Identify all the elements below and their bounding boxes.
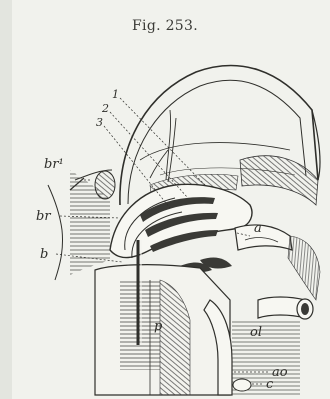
label-c: c [266, 377, 274, 392]
label-3: 3 [96, 116, 103, 129]
oesophagus-tube [258, 297, 313, 319]
label-p: p [154, 319, 163, 334]
nerve-fibre [150, 110, 176, 182]
cheek-shading [288, 236, 320, 300]
label-ol: ol [250, 325, 262, 340]
branchial-region [110, 184, 252, 258]
label-2: 2 [101, 102, 109, 115]
label-b: b [40, 247, 48, 262]
label-a: a [254, 221, 262, 236]
small-organ [233, 379, 251, 391]
label-br: br [36, 209, 51, 224]
label-br1: br¹ [44, 157, 64, 172]
label-1: 1 [112, 88, 119, 101]
label-ao: ao [272, 365, 288, 380]
